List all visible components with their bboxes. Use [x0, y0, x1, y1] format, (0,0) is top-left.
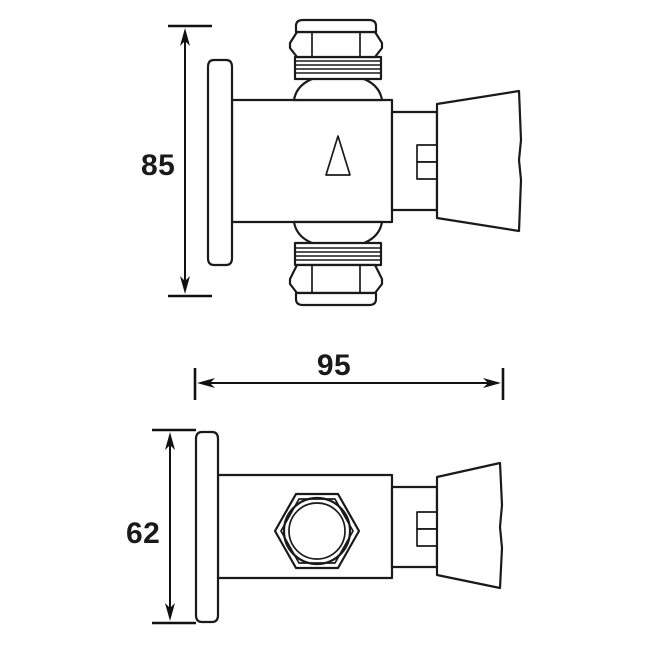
lower-nut-cap [294, 291, 378, 307]
top-view-group [168, 18, 523, 307]
hex-nut-circle-outer [282, 496, 352, 566]
valve-body-top-view [230, 98, 394, 224]
hex-nut-circle-inner [288, 502, 346, 560]
stem-detail-upper-bottom-view [416, 511, 439, 530]
upper-hex-nut [288, 30, 384, 59]
dim-62-arrow-top [165, 432, 175, 450]
dimension-label-95: 95 [317, 349, 351, 382]
wall-flange-top-view [206, 58, 234, 267]
dim-95-arrow-right [483, 378, 501, 388]
stem-detail-upper [416, 144, 439, 163]
wall-flange-bottom-view [194, 430, 220, 624]
triangle-marker-icon [325, 135, 351, 176]
lower-thread-collar [293, 241, 383, 267]
dim-85-arrow-top [180, 28, 190, 46]
dimension-85 [168, 24, 212, 298]
dimension-label-85: 85 [141, 149, 175, 182]
upper-nut-cap [294, 18, 378, 34]
dimension-62 [152, 428, 196, 625]
hex-nut-face-assembly [273, 492, 361, 570]
dimension-95 [193, 368, 505, 400]
lower-hex-nut-assembly [288, 220, 384, 307]
upper-hex-nut-assembly [288, 18, 384, 102]
dim-85-arrow-bottom [180, 276, 190, 294]
lower-hex-nut [288, 263, 384, 295]
hex-nut-face-inner [280, 498, 354, 564]
stem-detail-lower-bottom-view [416, 528, 439, 547]
handle-knob-top-view[interactable] [435, 89, 523, 233]
dim-62-arrow-bottom [165, 603, 175, 621]
stem-detail-lower [416, 161, 439, 180]
dim-95-arrow-left [197, 378, 215, 388]
handle-knob-bottom-view[interactable] [435, 461, 504, 590]
bottom-view-group [152, 428, 504, 625]
dimension-label-62: 62 [126, 517, 160, 550]
